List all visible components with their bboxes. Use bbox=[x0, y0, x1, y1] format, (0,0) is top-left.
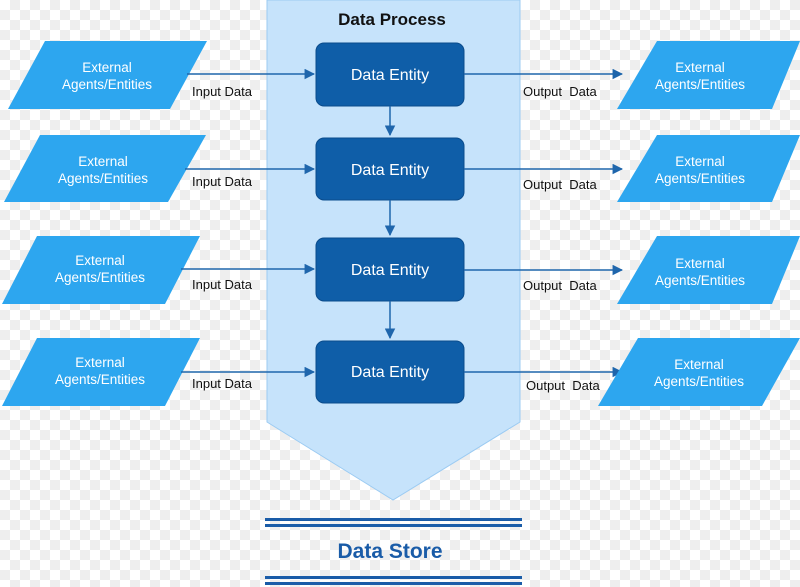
data-entity-label: Data Entity bbox=[351, 162, 429, 179]
external-agent-in[interactable] bbox=[2, 236, 200, 304]
store-bottom-line bbox=[265, 576, 522, 579]
agent-label: Agents/Entities bbox=[655, 171, 745, 186]
agent-label: External bbox=[675, 154, 725, 169]
agent-label: Agents/Entities bbox=[655, 77, 745, 92]
agent-label: External bbox=[675, 60, 725, 75]
agent-label: External bbox=[675, 256, 725, 271]
input-label: Input Data bbox=[192, 84, 253, 99]
agent-label: External bbox=[75, 355, 125, 370]
row-0: External Agents/Entities Input Data Data… bbox=[8, 41, 800, 109]
agent-label: Agents/Entities bbox=[55, 270, 145, 285]
store-title: Data Store bbox=[337, 540, 442, 563]
store-top-line bbox=[265, 518, 522, 521]
data-entity-label: Data Entity bbox=[351, 262, 429, 279]
agent-label: Agents/Entities bbox=[58, 171, 148, 186]
row-1: External Agents/Entities Input Data Data… bbox=[4, 135, 800, 202]
output-label: Output Data bbox=[523, 84, 597, 99]
external-agent-in[interactable] bbox=[2, 338, 200, 406]
output-label: Output Data bbox=[523, 278, 597, 293]
agent-label: Agents/Entities bbox=[62, 77, 152, 92]
input-label: Input Data bbox=[192, 376, 253, 391]
agent-label: Agents/Entities bbox=[55, 372, 145, 387]
external-agent-in[interactable] bbox=[8, 41, 207, 109]
agent-label: External bbox=[674, 357, 724, 372]
row-2: External Agents/Entities Input Data Data… bbox=[2, 236, 800, 304]
agent-label: External bbox=[78, 154, 128, 169]
output-label: Output Data bbox=[523, 177, 597, 192]
store-bottom-line bbox=[265, 582, 522, 585]
input-label: Input Data bbox=[192, 174, 253, 189]
agent-label: Agents/Entities bbox=[654, 374, 744, 389]
external-agent-out[interactable] bbox=[617, 236, 800, 304]
data-entity-label: Data Entity bbox=[351, 67, 429, 84]
data-store[interactable]: Data Store bbox=[265, 518, 522, 585]
agent-label: External bbox=[75, 253, 125, 268]
output-label: Output Data bbox=[526, 378, 600, 393]
process-title: Data Process bbox=[338, 10, 446, 29]
agent-label: External bbox=[82, 60, 132, 75]
store-top-line bbox=[265, 524, 522, 527]
external-agent-out[interactable] bbox=[617, 41, 800, 109]
data-entity-label: Data Entity bbox=[351, 364, 429, 381]
input-label: Input Data bbox=[192, 277, 253, 292]
agent-label: Agents/Entities bbox=[655, 273, 745, 288]
row-3: External Agents/Entities Input Data Data… bbox=[2, 338, 800, 406]
external-agent-in[interactable] bbox=[4, 135, 206, 202]
external-agent-out[interactable] bbox=[598, 338, 800, 406]
external-agent-out[interactable] bbox=[617, 135, 800, 202]
